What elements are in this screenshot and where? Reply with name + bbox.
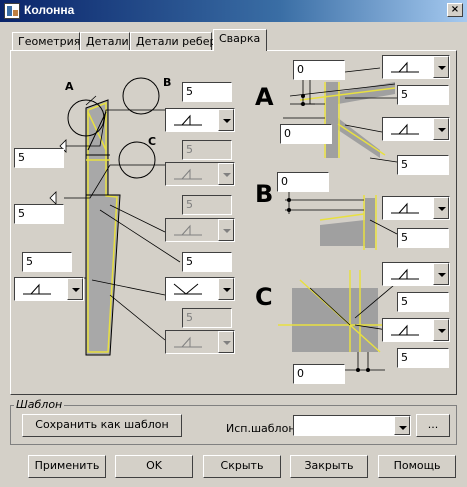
section-b-weld-size[interactable]: 5 — [397, 228, 449, 248]
left-weld-type-1[interactable] — [165, 108, 235, 132]
callout-circle-c — [118, 141, 156, 179]
section-a-weld-size-2[interactable]: 5 — [397, 155, 449, 175]
save-as-template-button[interactable]: Сохранить как шаблон — [22, 414, 182, 437]
close-button[interactable]: × — [447, 3, 463, 17]
left-weld-size-middle[interactable]: 5 — [182, 252, 232, 272]
left-weld-type-2-disabled — [165, 162, 235, 186]
section-a-drawing — [283, 67, 400, 163]
chevron-down-icon[interactable] — [433, 118, 449, 140]
left-weld-size-disabled-1: 5 — [182, 140, 232, 160]
section-c-offset-bottom[interactable]: 0 — [293, 364, 345, 384]
section-b-label: B — [255, 180, 274, 208]
template-group-label: Шаблон — [14, 398, 65, 411]
left-weld-type-bottom[interactable] — [14, 277, 84, 301]
ok-button[interactable]: OK — [115, 455, 193, 478]
tab-rib-details[interactable]: Детали ребер — [130, 32, 216, 50]
template-group — [10, 405, 457, 445]
section-c-drawing — [278, 270, 401, 372]
section-c-weld-size-2[interactable]: 5 — [397, 348, 449, 368]
callout-c-label: C — [148, 135, 156, 148]
section-a-offset-top[interactable]: 0 — [293, 60, 345, 80]
apply-button[interactable]: Применить — [28, 455, 106, 478]
window-title: Колонна — [24, 3, 75, 17]
section-c-weld-size-1[interactable]: 5 — [397, 292, 449, 312]
section-a-offset-left[interactable]: 0 — [280, 124, 332, 144]
section-c-label: C — [255, 283, 273, 311]
use-template-label: Исп.шаблон — [226, 422, 296, 435]
section-b-drawing — [285, 190, 398, 250]
left-weld-type-3-disabled — [165, 218, 235, 242]
chevron-down-icon[interactable] — [394, 416, 410, 435]
callout-circle-b — [122, 77, 160, 115]
chevron-down-icon[interactable] — [218, 109, 234, 131]
left-weld-size-upper[interactable]: 5 — [14, 148, 64, 168]
callout-circle-a — [67, 99, 105, 137]
help-button[interactable]: Помощь — [378, 455, 456, 478]
chevron-down-icon[interactable] — [218, 278, 234, 300]
chevron-down-icon[interactable] — [433, 197, 449, 219]
tab-welding[interactable]: Сварка — [213, 29, 267, 51]
section-c-weld-type-1[interactable] — [382, 262, 450, 286]
hide-button[interactable]: Скрыть — [203, 455, 281, 478]
left-weld-size-disabled-2: 5 — [182, 195, 232, 215]
chevron-down-icon[interactable] — [433, 56, 449, 78]
section-a-label: A — [255, 83, 274, 111]
chevron-down-icon — [218, 331, 234, 353]
browse-template-button[interactable]: ... — [416, 414, 450, 437]
template-select[interactable] — [293, 415, 411, 436]
chevron-down-icon[interactable] — [67, 278, 83, 300]
callout-b-label: B — [163, 76, 171, 89]
callout-a-label: A — [65, 80, 74, 93]
section-a-weld-size-1[interactable]: 5 — [397, 85, 449, 105]
chevron-down-icon — [218, 163, 234, 185]
left-weld-type-4[interactable] — [165, 277, 235, 301]
left-weld-size-disabled-3: 5 — [182, 308, 232, 328]
chevron-down-icon[interactable] — [433, 263, 449, 285]
section-c-weld-type-2[interactable] — [382, 318, 450, 342]
section-b-weld-type[interactable] — [382, 196, 450, 220]
left-weld-size-lower[interactable]: 5 — [14, 204, 64, 224]
title-bar: Колонна × — [0, 0, 467, 22]
left-weld-size-bottom[interactable]: 5 — [22, 252, 72, 272]
section-a-weld-type-2[interactable] — [382, 117, 450, 141]
column-drawing — [49, 77, 181, 356]
section-a-weld-type-1[interactable] — [382, 55, 450, 79]
section-b-offset-top[interactable]: 0 — [277, 172, 329, 192]
left-weld-top-size[interactable]: 5 — [182, 82, 232, 102]
chevron-down-icon[interactable] — [433, 319, 449, 341]
tab-geometry[interactable]: Геометрия — [12, 32, 80, 50]
left-weld-type-5-disabled — [165, 330, 235, 354]
close-dialog-button[interactable]: Закрыть — [290, 455, 368, 478]
tab-details[interactable]: Детали — [80, 32, 130, 50]
app-icon — [4, 3, 20, 19]
chevron-down-icon — [218, 219, 234, 241]
